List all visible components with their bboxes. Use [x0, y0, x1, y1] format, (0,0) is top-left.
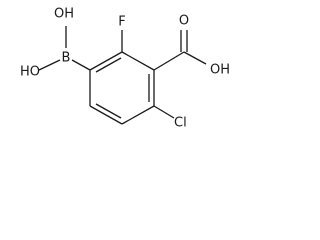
ring-bond-c6-c1	[89, 51, 123, 71]
atom-boron-oh-top: OH	[54, 7, 74, 22]
ring-bond-c3-c4	[121, 105, 155, 125]
atom-chlorine: Cl	[174, 116, 187, 131]
atom-carboxyl-oh: OH	[210, 63, 230, 78]
atom-carbonyl-oxygen: O	[179, 14, 189, 29]
ring-double-c6-c1	[95, 57, 122, 73]
atom-boron: B	[62, 51, 71, 66]
atom-boron-ho-left: HO	[20, 65, 40, 80]
atom-fluorine: F	[118, 15, 125, 30]
ring-bond-c4-c5	[89, 105, 123, 125]
bond-c6-boron	[71, 59, 91, 71]
benzene-ring	[89, 51, 155, 125]
chemical-structure: B OH HO F O OH Cl	[20, 7, 230, 131]
bond-carboxyl-c-oh	[183, 51, 207, 65]
bond-boron-ho-left	[38, 59, 61, 71]
ring-double-c4-c5	[95, 103, 122, 119]
ring-bond-c1-c2	[121, 51, 155, 71]
bond-c2-carboxyl-c	[153, 51, 185, 71]
bond-c3-chlorine	[153, 105, 175, 119]
